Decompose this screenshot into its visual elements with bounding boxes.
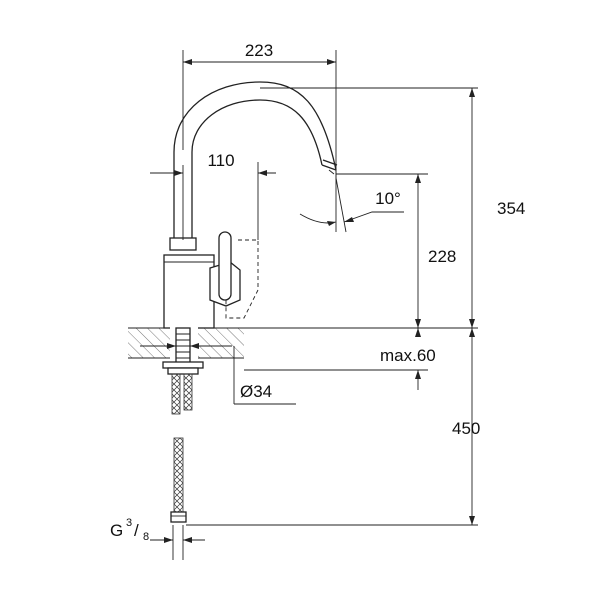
thread-numerator: 3: [126, 517, 132, 529]
thread-slash: /: [134, 521, 139, 540]
dim-450: 450: [452, 419, 480, 438]
dim-228: 228: [428, 247, 456, 266]
dim-354: 354: [497, 199, 525, 218]
deck-section: [128, 324, 244, 375]
faucet-body: [163, 81, 338, 329]
thread-denominator: 8: [143, 531, 149, 543]
dim-223: 223: [245, 41, 273, 60]
dim-diameter-34: Ø34: [240, 382, 272, 401]
dim-110: 110: [207, 151, 234, 170]
dimension-lines: [140, 59, 475, 543]
thread-letter: G: [110, 521, 123, 540]
dim-max-60: max.60: [380, 346, 436, 365]
supply-hoses: [170, 373, 193, 523]
extension-lines: [172, 50, 478, 560]
dim-10-degree: 10°: [375, 189, 401, 208]
thread-size-label: G 3 / 8: [110, 517, 149, 543]
